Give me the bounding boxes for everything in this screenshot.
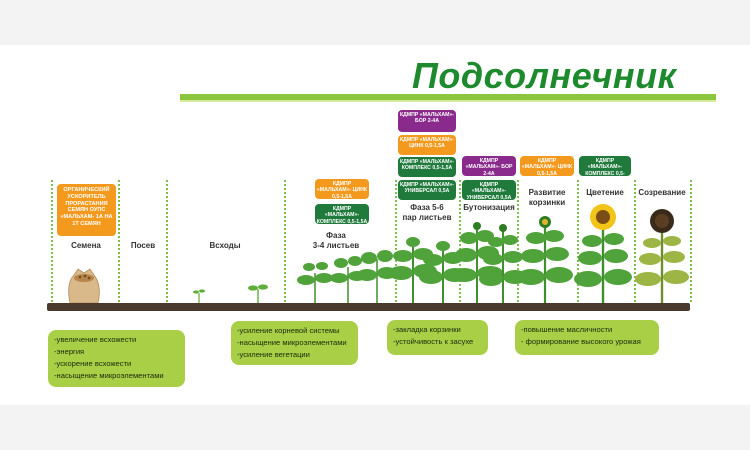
soil-line bbox=[47, 303, 690, 311]
young-plant-icon bbox=[297, 250, 397, 303]
product-box-complex: КДМПР «МАЛЬХАМ»- КОМПЛЕКС 0,5-1,5А bbox=[579, 156, 631, 176]
stage-divider bbox=[690, 180, 692, 302]
stage-label-3-4-leaves: Фаза 3-4 листьев bbox=[312, 231, 360, 250]
stage-divider bbox=[166, 180, 168, 302]
stage-label-5-6-leaves: Фаза 5-6 пар листьев bbox=[402, 203, 452, 222]
stage-divider bbox=[634, 180, 636, 302]
benefit-item: -повышение масличности bbox=[521, 325, 613, 334]
title-underline-light bbox=[180, 100, 716, 102]
stage-divider bbox=[395, 180, 397, 302]
benefits-card-seeds: -увеличение всхожести -энергия -ускорени… bbox=[48, 330, 185, 387]
stage-divider bbox=[577, 180, 579, 302]
benefits-card-phase56: -закладка корзинки -устойчивость к засух… bbox=[387, 320, 488, 355]
stage-label-budding: Бутонизация bbox=[463, 203, 515, 212]
stage-label-ripening: Созревание bbox=[638, 188, 686, 197]
product-box-zinc: КДМПР «МАЛЬХАМ»- ЦИНК 0,5-1,5А bbox=[398, 135, 456, 155]
stage-divider bbox=[517, 180, 519, 302]
stage-divider bbox=[51, 180, 53, 302]
head-development-plant-icon bbox=[517, 216, 573, 303]
stage-divider bbox=[459, 180, 461, 302]
diagram-canvas: Подсолнечник ОРГАНИЧЕСКИЙ УСКОРИТЕЛЬ ПРО… bbox=[0, 45, 750, 405]
benefit-item: -устойчивость к засухе bbox=[393, 337, 474, 346]
product-box-bor: КДМПР «МАЛЬХАМ»- БОР 2-4А bbox=[462, 156, 516, 176]
product-box-zinc: КДМПР «МАЛЬХАМ»- ЦИНК 0,5-1,5А bbox=[315, 179, 369, 199]
product-box-complex: КДМПР «МАЛЬХАМ»- КОМПЛЕКС 0,5-1,5А bbox=[398, 157, 456, 177]
seed-sack-icon bbox=[68, 268, 100, 304]
stage-label-head-development: Развитие корзинки bbox=[528, 188, 566, 207]
budding-plant-icon bbox=[451, 222, 527, 303]
plant-illustrations bbox=[68, 204, 689, 304]
benefits-card-leaves: -усиление корневой системы -насыщение ми… bbox=[231, 321, 358, 365]
benefits-card-flowering: -повышение масличности - формирование вы… bbox=[515, 320, 659, 355]
product-box-zinc: КДМПР «МАЛЬХАМ»- ЦИНК 0,5-1,5А bbox=[520, 156, 574, 176]
benefit-item: -закладка корзинки bbox=[393, 325, 461, 334]
sprout-icon bbox=[193, 284, 268, 303]
stage-label-flowering: Цветение bbox=[586, 188, 624, 197]
stage-label-sowing: Посев bbox=[130, 241, 156, 250]
benefit-item: -ускорение всхожести bbox=[54, 359, 132, 368]
product-box-universal: КДМПР «МАЛЬХАМ»- УНИВЕРСАЛ 0,5А bbox=[398, 180, 456, 200]
benefit-item: -увеличение всхожести bbox=[54, 335, 137, 344]
seed-treatment-box: ОРГАНИЧЕСКИЙ УСКОРИТЕЛЬ ПРОРАСТАНИЯ СЕМЯ… bbox=[57, 184, 116, 236]
benefit-item: -усиление корневой системы bbox=[237, 326, 340, 335]
product-box-complex: КДМПР «МАЛЬХАМ»- КОМПЛЕКС 0,5-1,5А bbox=[315, 204, 369, 224]
benefit-item: -насыщение микроэлементами bbox=[237, 338, 347, 347]
benefit-item: -энергия bbox=[54, 347, 85, 356]
product-box-universal: КДМПР «МАЛЬХАМ»- УНИВЕРСАЛ 0,5А bbox=[462, 180, 516, 200]
stage-divider bbox=[284, 180, 286, 302]
stage-label-shoots: Всходы bbox=[209, 241, 241, 250]
stage-label-seeds: Семена bbox=[71, 241, 101, 250]
product-box-bor: КДМПР «МАЛЬХАМ»- БОР 2-4А bbox=[398, 110, 456, 132]
benefit-item: -насыщение микроэлементами bbox=[54, 371, 164, 380]
title: Подсолнечник bbox=[412, 55, 677, 96]
ripening-sunflower-icon bbox=[635, 209, 689, 303]
title-underline bbox=[180, 94, 716, 100]
benefit-item: -усиление вегетации bbox=[237, 350, 310, 359]
benefit-item: - формирование высокого урожая bbox=[521, 337, 641, 346]
stage-divider bbox=[118, 180, 120, 302]
flowering-sunflower-icon bbox=[574, 204, 632, 303]
